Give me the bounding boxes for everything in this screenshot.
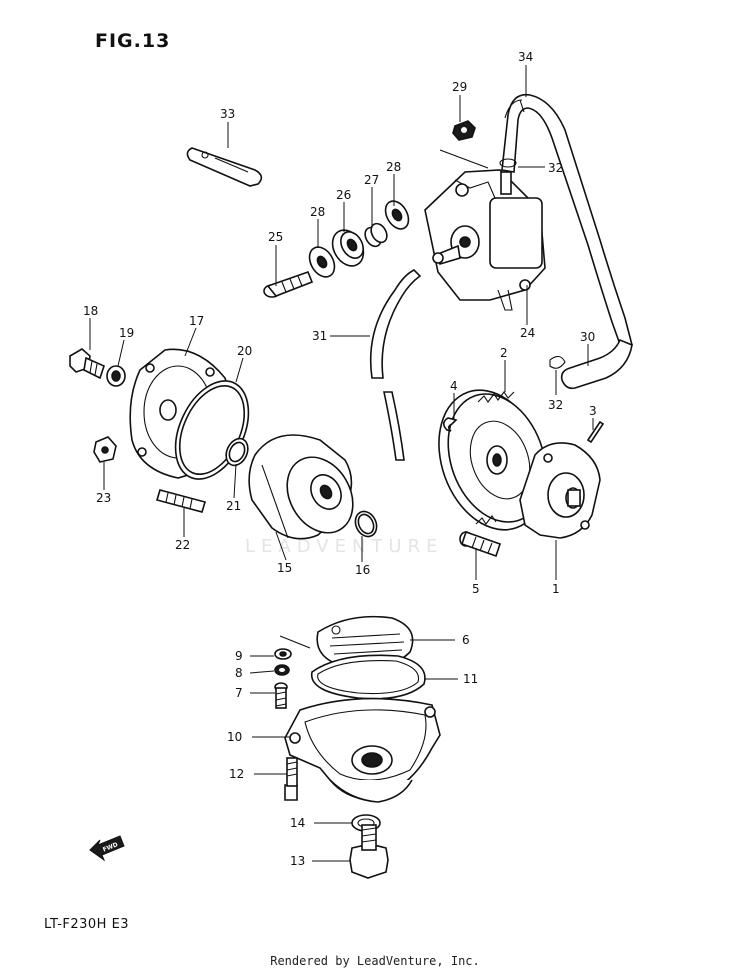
part-29-nut[interactable] [452,120,476,141]
callout-7: 7 [235,686,243,700]
callout-5: 5 [472,582,480,596]
part-15-oil-filter[interactable] [248,434,366,545]
callout-8: 8 [235,666,243,680]
callout-29: 29 [452,80,467,94]
part-32-clip-upper[interactable] [499,158,517,168]
callout-19: 19 [119,326,134,340]
callout-6: 6 [462,633,470,647]
part-4-circlip[interactable] [442,417,458,432]
callout-28-right: 28 [386,160,401,174]
callout-15: 15 [277,561,292,575]
callout-12: 12 [229,767,244,781]
callout-labels: 33 34 29 32 28 27 26 28 25 24 31 30 32 2… [83,50,597,868]
part-5-bolt[interactable] [459,530,502,558]
part-31-hose[interactable] [369,269,422,461]
watermark-text: LEADVENTURE [245,536,444,557]
callout-9: 9 [235,649,243,663]
part-1-pump-housing[interactable] [519,442,601,539]
callout-4: 4 [450,379,458,393]
part-19-gasket[interactable] [106,365,126,387]
part-21-o-ring[interactable] [222,435,252,469]
part-23-nut[interactable] [93,436,117,463]
callout-2: 2 [500,346,508,360]
fwd-arrow-icon [89,835,125,862]
part-12-bolt[interactable] [284,757,298,801]
callout-32-upper: 32 [548,161,563,175]
callout-1: 1 [552,582,560,596]
callout-31: 31 [312,329,327,343]
part-18-plug[interactable] [69,348,105,380]
leader-lines [89,65,594,862]
part-27-collar[interactable] [362,221,390,249]
callout-28-left: 28 [310,205,325,219]
callout-10: 10 [227,730,242,744]
callout-22: 22 [175,538,190,552]
part-9-washer[interactable] [274,648,292,660]
callout-21: 21 [226,499,241,513]
part-2-pump-gear[interactable] [420,375,563,545]
part-3-pin[interactable] [586,420,605,444]
part-16-o-ring[interactable] [351,508,380,540]
callout-32-lower: 32 [548,398,563,412]
model-code: LT-F230H E3 [44,917,130,932]
callout-26: 26 [336,188,351,202]
part-33-bracket[interactable] [186,147,263,187]
callout-27: 27 [364,173,379,187]
callout-17: 17 [189,314,204,328]
callout-34: 34 [518,50,533,64]
part-11-o-ring[interactable] [310,654,426,700]
callout-24: 24 [520,326,535,340]
part-8-spring-washer[interactable] [274,664,290,676]
callout-20: 20 [237,344,252,358]
part-28-washer-b[interactable] [381,197,413,233]
part-25-bolt[interactable] [263,270,314,298]
callout-18: 18 [83,304,98,318]
figure-title: FIG.13 [95,30,171,52]
part-30-hose[interactable] [560,338,633,390]
callout-13: 13 [290,854,305,868]
part-32-clip-lower[interactable] [549,355,566,369]
part-26-damper[interactable] [326,225,369,272]
callout-23: 23 [96,491,111,505]
callout-3: 3 [589,404,597,418]
render-credit: Rendered by LeadVenture, Inc. [270,954,480,968]
callout-11: 11 [463,672,478,686]
part-24-fuel-pump[interactable] [424,149,546,311]
part-7-screw[interactable] [274,682,288,709]
callout-30: 30 [580,330,595,344]
part-10-oil-strainer-cap[interactable] [284,697,441,803]
part-22-stud[interactable] [155,489,207,513]
part-13-drain-plug[interactable] [349,824,389,879]
callout-14: 14 [290,816,305,830]
callout-16: 16 [355,563,370,577]
callout-33: 33 [220,107,235,121]
callout-25: 25 [268,230,283,244]
part-28-washer-a[interactable] [304,243,339,282]
